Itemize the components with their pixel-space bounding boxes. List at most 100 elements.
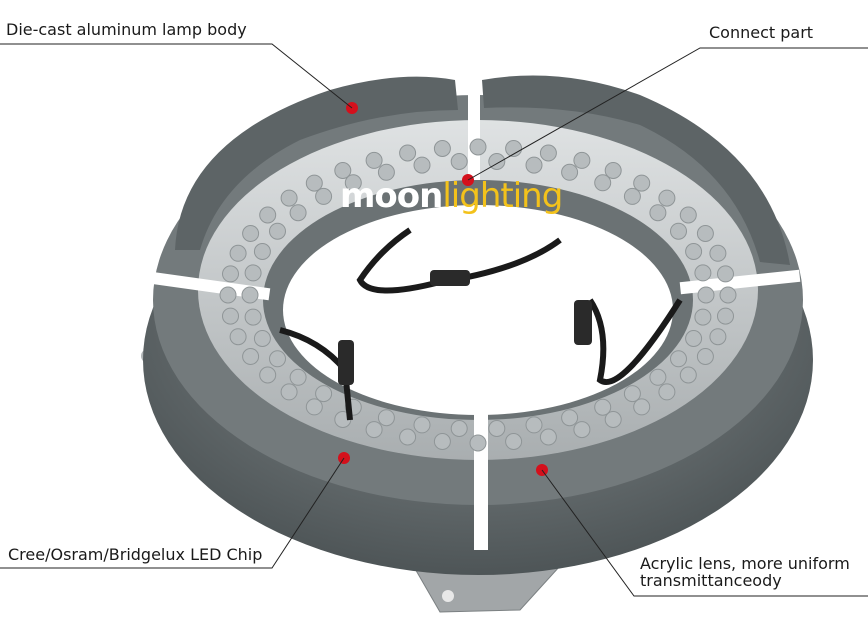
power-cable [356, 227, 562, 294]
cooling-fins [175, 76, 458, 251]
callout-acrylic-lens: Acrylic lens, more uniform transmittance… [640, 554, 850, 590]
led-lens [365, 421, 383, 439]
led-lens [289, 204, 307, 222]
led-lens [685, 243, 703, 260]
led-lens [469, 434, 487, 452]
led-lens [242, 348, 260, 365]
led-lens [305, 174, 323, 192]
led-lens [269, 350, 286, 368]
led-lens [242, 225, 260, 242]
led-lens [649, 204, 667, 222]
brand-bold: moon [340, 176, 443, 216]
led-lens [488, 420, 506, 437]
led-lens [539, 144, 557, 162]
led-lens [222, 307, 239, 325]
led-lens [334, 162, 352, 179]
led-lens [244, 264, 262, 282]
segment-gap [149, 271, 271, 301]
callout-connect-part: Connect part [709, 23, 814, 42]
led-lens [450, 420, 468, 437]
led-lens [259, 206, 277, 224]
bracket-hole [442, 590, 454, 602]
led-lens [670, 350, 687, 368]
cable-connector [430, 270, 470, 286]
led-lens [269, 222, 286, 240]
led-lens [505, 140, 523, 157]
led-lens [633, 174, 651, 192]
led-lens [679, 206, 697, 224]
led-lens [539, 428, 557, 446]
led-lens [623, 385, 641, 403]
leader-line-lamp-body [0, 43, 353, 109]
led-lens [696, 348, 714, 365]
led-lens [399, 428, 417, 446]
brand-light: lighting [442, 176, 563, 216]
led-lens [604, 411, 622, 428]
led-lens [219, 286, 237, 304]
led-lens [469, 138, 487, 156]
led-lens [377, 163, 395, 181]
led-lens [649, 368, 667, 386]
led-lens [253, 243, 271, 260]
led-lens [685, 330, 703, 347]
led-lens [525, 156, 543, 174]
cooling-fins [482, 75, 790, 265]
led-lens [561, 409, 579, 427]
leader-line-led-chip [0, 457, 345, 569]
led-lens [259, 366, 277, 384]
led-lens [573, 151, 591, 169]
led-lens [315, 385, 333, 403]
led-lens [717, 265, 734, 283]
led-lens [694, 308, 712, 326]
led-lens [561, 163, 579, 181]
led-lens [696, 225, 714, 242]
led-lens [450, 153, 468, 170]
segment-gap [468, 70, 480, 180]
led-lens [413, 416, 431, 434]
led-lens [229, 244, 247, 262]
led-lens [280, 383, 298, 401]
cable-connector [574, 300, 592, 345]
led-lens [594, 174, 612, 192]
led-lens [253, 330, 271, 347]
led-lens [633, 398, 651, 416]
power-cable [587, 298, 683, 385]
cable-connector [338, 340, 354, 385]
led-lens [377, 409, 395, 427]
led-lens [305, 398, 323, 416]
led-lens [433, 140, 451, 157]
brand-watermark: moonlighting [340, 176, 563, 216]
callout-lamp-body: Die-cast aluminum lamp body [6, 20, 247, 39]
led-lens [289, 368, 307, 386]
led-lens [697, 286, 715, 304]
brand-slogan: your life [478, 225, 532, 240]
led-lens [658, 189, 676, 207]
led-lens [525, 416, 543, 434]
led-lens [573, 421, 591, 439]
led-array [219, 138, 737, 452]
leader-line-connect-part [467, 47, 868, 181]
led-lens [344, 174, 362, 192]
led-lens [413, 156, 431, 174]
led-lens [315, 187, 333, 205]
led-lens [244, 308, 262, 326]
led-lens [709, 328, 727, 346]
led-lens [365, 151, 383, 169]
led-lens [717, 307, 734, 325]
led-lens [280, 189, 298, 207]
led-lens [222, 265, 239, 283]
led-lens [229, 328, 247, 346]
led-lens [604, 162, 622, 179]
led-lens [241, 286, 259, 304]
led-lens [623, 187, 641, 205]
leader-line-acrylic-lens [541, 469, 868, 597]
segment-gap [474, 410, 488, 550]
callout-led-chip: Cree/Osram/Bridgelux LED Chip [8, 545, 263, 564]
led-lens [594, 398, 612, 416]
led-lens [719, 286, 737, 304]
led-lens [679, 366, 697, 384]
led-lens [658, 383, 676, 401]
led-lens [433, 433, 451, 450]
led-lens [694, 264, 712, 282]
